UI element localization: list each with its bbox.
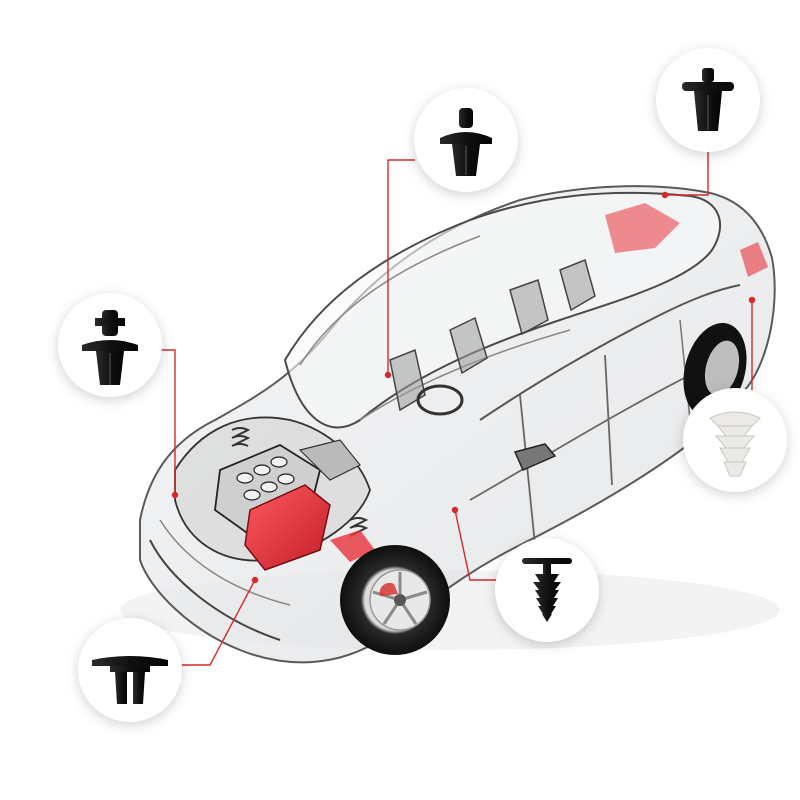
- push-rivet-clip-icon: [682, 68, 734, 131]
- front-wheel: [340, 545, 450, 655]
- callout-rivet-clip-top-right: [656, 48, 760, 152]
- flat-head-clip-icon: [92, 656, 168, 704]
- leader-lines: [160, 140, 756, 666]
- car-body: [120, 185, 780, 664]
- fir-tree-clip-icon: [522, 558, 572, 622]
- push-rivet-clip-icon: [82, 310, 138, 385]
- callout-flat-head-clip-bottom-left: [78, 618, 182, 722]
- engine-block: [174, 416, 375, 571]
- fir-tree-clip-icon: [709, 411, 761, 477]
- callout-rivet-clip-top-center: [414, 88, 518, 192]
- callout-fir-tree-clip-bottom: [495, 538, 599, 642]
- callout-rivet-clip-left: [58, 293, 162, 397]
- push-rivet-clip-icon: [440, 108, 492, 176]
- callout-fir-tree-clip-right: [683, 388, 787, 492]
